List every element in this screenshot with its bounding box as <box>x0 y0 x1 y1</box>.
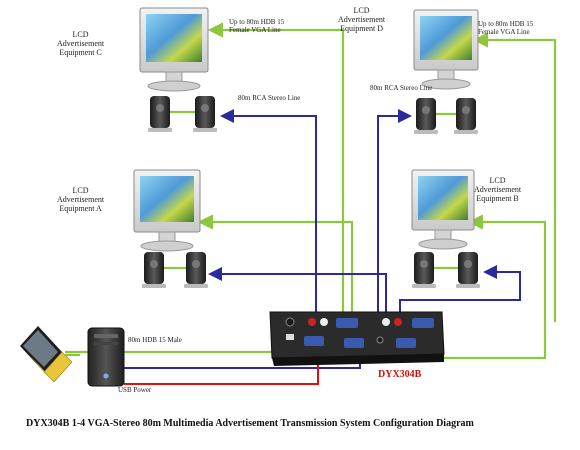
vga-wire-lcd-b <box>412 214 547 360</box>
audio-wire-speakers-c <box>220 109 317 322</box>
speaker-icon <box>142 252 166 288</box>
label-lcd-c: LCD Advertisement Equipment C <box>57 30 105 57</box>
label-vga-line-d: Up to 80m HDB 15 Female VGA Line <box>478 20 534 36</box>
diagram-caption: DYX304B 1-4 VGA-Stereo 80m Multimedia Ad… <box>26 418 474 429</box>
lcd-monitor-c <box>139 7 209 92</box>
label-usb-power: USB Power <box>118 386 152 394</box>
lcd-monitor-b <box>411 169 475 250</box>
audio-wire-speakers-d <box>377 109 412 324</box>
speaker-icon <box>193 96 217 132</box>
label-hdb-male: 80m HDB 15 Male <box>128 336 182 344</box>
speaker-pair-a <box>142 252 208 288</box>
speaker-icon <box>414 98 438 134</box>
label-rca-right: 80m RCA Stereo Line <box>370 84 433 92</box>
label-vga-line-c: Up to 80m HDB 15 Female VGA Line <box>229 18 285 34</box>
speaker-icon <box>456 252 480 288</box>
label-lcd-b: LCD Advertisement Equipment B <box>474 176 522 203</box>
label-rca-left: 80m RCA Stereo Line <box>238 94 301 102</box>
label-lcd-a: LCD Advertisement Equipment A <box>57 186 105 213</box>
speaker-icon <box>184 252 208 288</box>
vga-wire-lcd-a <box>197 214 354 312</box>
speaker-icon <box>148 96 172 132</box>
vga-wire-lcd-d <box>472 32 557 322</box>
lcd-monitor-d <box>413 9 479 90</box>
audio-wire-speakers-a <box>208 267 387 324</box>
audio-wire-speakers-b <box>399 265 521 324</box>
pc-tower-icon <box>87 327 125 387</box>
speaker-pair-d <box>414 98 478 134</box>
vga-wire-lcd-c <box>207 22 345 312</box>
device-name-label: DYX304B <box>378 369 422 380</box>
label-lcd-d: LCD Advertisement Equipment D <box>338 6 386 33</box>
laptop-icon <box>20 326 73 383</box>
speaker-icon <box>412 252 436 288</box>
speaker-pair-b <box>412 252 480 288</box>
speaker-pair-c <box>148 96 217 132</box>
lcd-monitor-a <box>133 169 201 252</box>
speaker-icon <box>454 98 478 134</box>
dyx304b-device <box>269 311 445 366</box>
